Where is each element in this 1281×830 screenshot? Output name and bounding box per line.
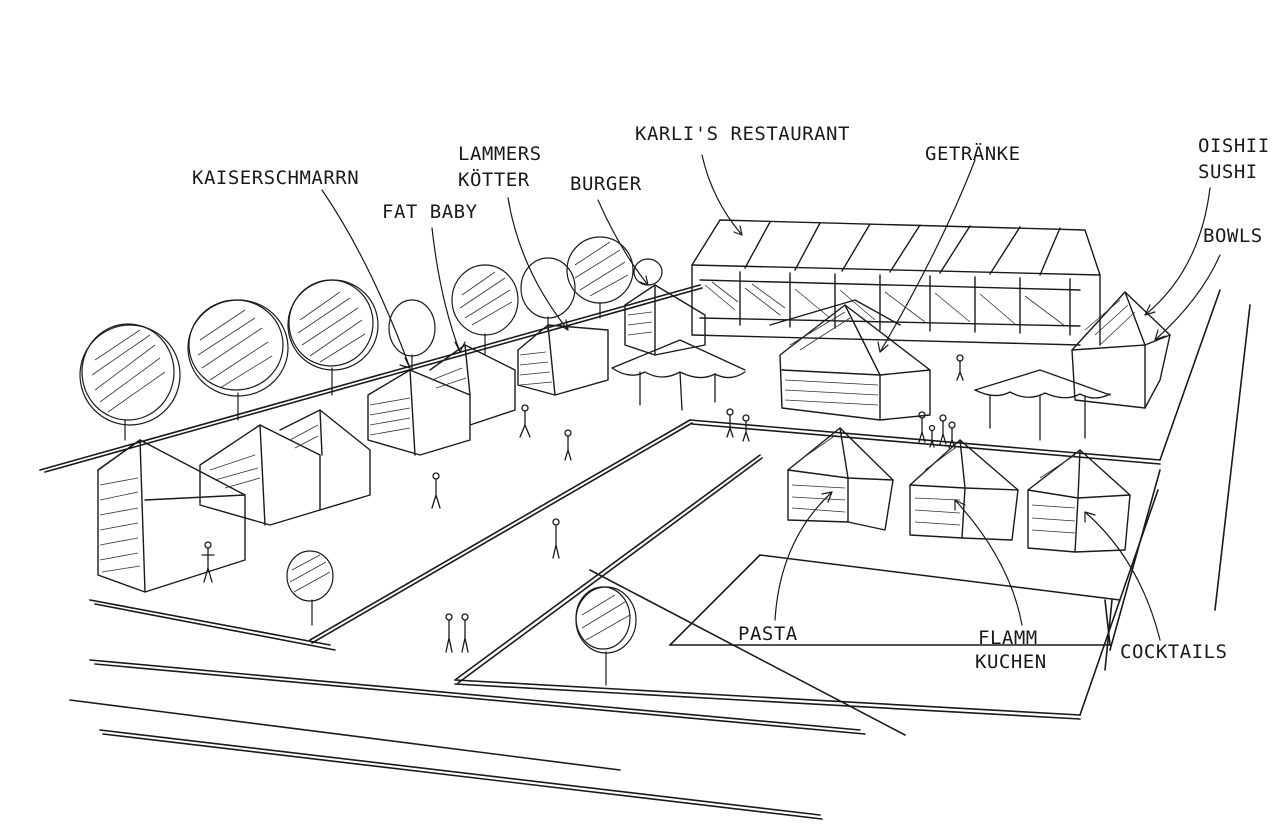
- tree-4: [388, 299, 436, 371]
- stall-burger: [624, 284, 706, 356]
- tree-1: [79, 323, 181, 441]
- person: [918, 411, 926, 443]
- label-getraenke: GETRÄNKE: [925, 142, 1021, 165]
- stall-burger-hatch: [627, 311, 653, 336]
- tree-7: [566, 236, 634, 319]
- tent-cocktails: [1027, 449, 1131, 553]
- stall-left-front-hatch: [99, 477, 141, 573]
- umbrella-right: [974, 369, 1111, 441]
- tent-oishii-sushi: [1071, 291, 1171, 409]
- label-sushi: SUSHI: [1198, 161, 1258, 183]
- labels: KAISERSCHMARRN FAT BABY LAMMERS KÖTTER B…: [192, 123, 1270, 673]
- tent-oishii-hatch: [1084, 299, 1136, 346]
- tent-getraenke-hatch: [784, 311, 879, 406]
- people: [201, 354, 964, 653]
- tree-row-left: [79, 236, 663, 686]
- tree-5: [451, 264, 519, 356]
- person: [461, 613, 469, 653]
- tree-3: [287, 279, 379, 396]
- tent-getraenke: [769, 299, 931, 421]
- stall-left-mid-hatch: [209, 424, 319, 489]
- label-burger: BURGER: [570, 173, 642, 195]
- person: [948, 421, 956, 449]
- label-bowls: BOWLS: [1203, 225, 1263, 247]
- label-kuchen: KUCHEN: [975, 651, 1047, 673]
- label-kaiserschmarrn: KAISERSCHMARRN: [192, 167, 359, 189]
- tree-2: [187, 299, 289, 421]
- person: [564, 429, 572, 461]
- leader-lines: [321, 154, 1221, 641]
- stall-row-left-mid: [199, 409, 371, 526]
- label-cocktails: COCKTAILS: [1120, 641, 1227, 663]
- stall-lammers-koetter: [517, 324, 609, 396]
- person: [445, 613, 453, 653]
- person: [956, 354, 964, 381]
- tent-flammkuchen-hatch: [914, 447, 961, 526]
- stall-left-front: [97, 439, 246, 593]
- person: [431, 472, 441, 509]
- person: [939, 414, 947, 445]
- label-fat-baby: FAT BABY: [382, 201, 478, 223]
- tent-cocktails-hatch: [1031, 454, 1076, 534]
- person: [928, 424, 936, 448]
- tree-9: [286, 550, 334, 626]
- person: [742, 414, 750, 442]
- person: [201, 541, 215, 583]
- stall-kaiserschmarrn-hatch: [369, 367, 467, 436]
- label-karlis-restaurant: KARLI'S RESTAURANT: [635, 123, 850, 145]
- label-pasta: PASTA: [738, 623, 798, 645]
- karlis-restaurant-building: [691, 219, 1101, 346]
- label-flamm: FLAMM: [978, 627, 1038, 649]
- ground-lines: [39, 284, 1251, 820]
- label-oishii: OISHII: [1198, 135, 1270, 157]
- tent-pasta: [787, 427, 894, 531]
- person: [726, 408, 734, 438]
- person: [552, 518, 560, 559]
- tree-hatching: [91, 241, 631, 641]
- umbrella-left: [611, 339, 746, 411]
- tent-flammkuchen: [909, 439, 1019, 541]
- tree-10: [575, 586, 637, 686]
- person: [519, 404, 531, 438]
- label-koetter: KÖTTER: [458, 168, 530, 191]
- stall-lammers-hatch: [519, 351, 553, 386]
- stall-kaiserschmarrn: [367, 344, 516, 456]
- tent-pasta-hatch: [791, 434, 846, 513]
- label-lammers: LAMMERS: [458, 143, 542, 165]
